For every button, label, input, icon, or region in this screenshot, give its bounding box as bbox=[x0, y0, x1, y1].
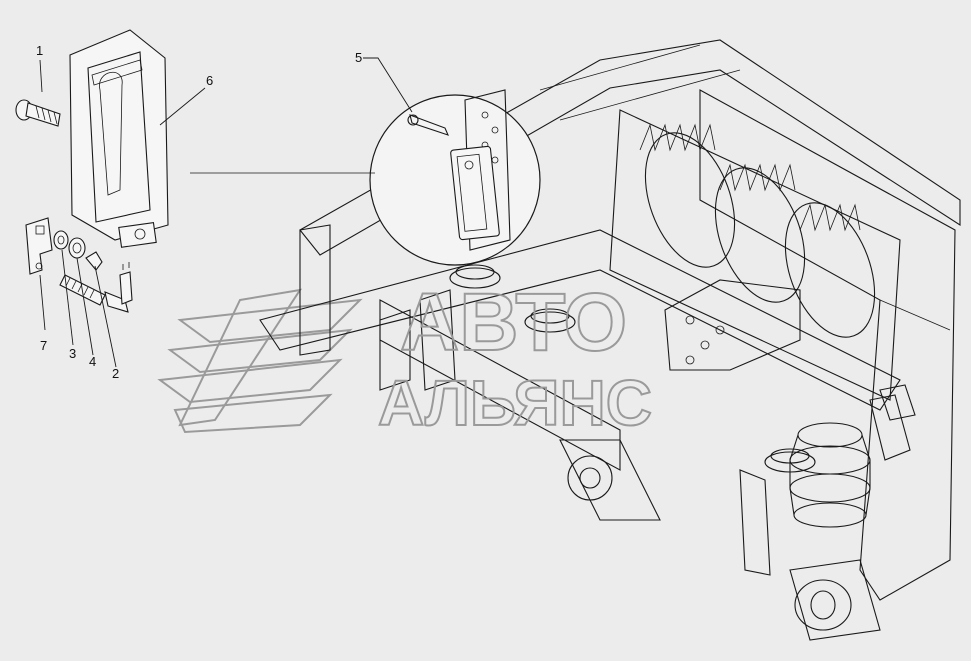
callout-7: 7 bbox=[40, 338, 47, 353]
exploded-parts bbox=[15, 29, 169, 313]
detail-callout-circle bbox=[369, 89, 541, 266]
callout-4: 4 bbox=[89, 354, 96, 369]
callout-leaders bbox=[39, 57, 413, 368]
frame-assembly bbox=[259, 39, 961, 641]
watermark-line1: АВТО bbox=[400, 277, 627, 368]
wing-nut bbox=[85, 251, 103, 271]
callout-5: 5 bbox=[355, 50, 362, 65]
air-spring bbox=[789, 422, 871, 528]
bolt bbox=[15, 99, 61, 127]
callout-2: 2 bbox=[112, 366, 119, 381]
callout-labels: 1 2 3 4 5 6 7 bbox=[36, 43, 362, 381]
lock-nut bbox=[68, 237, 86, 259]
holder-box bbox=[69, 29, 169, 248]
watermark-line2: АЛЬЯНС bbox=[378, 367, 652, 439]
callout-6: 6 bbox=[206, 73, 213, 88]
bracket-plate bbox=[25, 217, 53, 275]
callout-1: 1 bbox=[36, 43, 43, 58]
watermark: АВТО АЛЬЯНС bbox=[377, 276, 653, 440]
washer bbox=[53, 230, 69, 250]
callout-3: 3 bbox=[69, 346, 76, 361]
